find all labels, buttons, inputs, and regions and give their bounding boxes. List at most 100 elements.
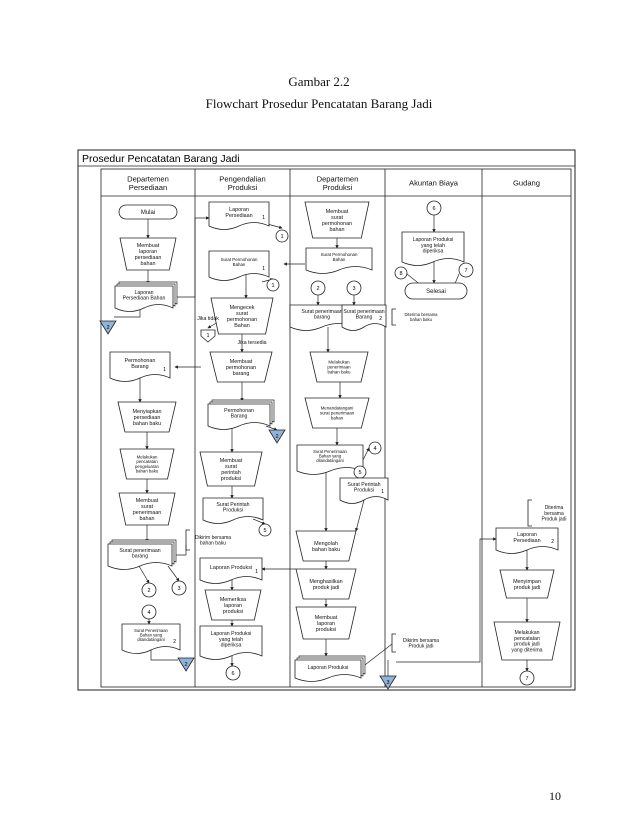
connector-5d: 5 (353, 465, 367, 479)
offpage-connector-2b: 2 (177, 657, 195, 672)
connector-lines (114, 215, 529, 676)
svg-text:6: 6 (231, 671, 234, 677)
connector-4: 4 (141, 604, 157, 620)
connector-3d: 3 (346, 280, 362, 296)
connector-2: 2 (141, 582, 157, 598)
flow-arrow (167, 565, 180, 582)
flow-arrow (252, 518, 266, 525)
svg-text:4: 4 (147, 610, 150, 616)
svg-text:7: 7 (464, 268, 467, 274)
flow-arrow (138, 565, 150, 584)
node-label: Mulai (141, 210, 155, 216)
connector-2d: 2 (310, 280, 326, 296)
offpage-connector-3: 3 (379, 675, 397, 690)
flow-arrow (265, 425, 278, 431)
node-label: Selesai (426, 289, 446, 295)
svg-text:2: 2 (379, 316, 382, 322)
connector-4d: 4 (368, 441, 382, 455)
flowchart-nodes: Prosedur Pencatatan Barang JadiDeparteme… (82, 153, 567, 690)
node-label: Jika tersedia (237, 340, 266, 346)
svg-text:3: 3 (177, 586, 180, 592)
node-label: Laporan Produksi (210, 565, 252, 571)
diagram-title: Prosedur Pencatatan Barang Jadi (82, 153, 240, 165)
connector-6a: 6 (225, 665, 241, 681)
figure-label: Gambar 2.2 (288, 74, 350, 89)
svg-text:1: 1 (271, 283, 274, 289)
svg-text:6: 6 (432, 206, 435, 212)
figure-title: Flowchart Prosedur Pencatatan Barang Jad… (205, 96, 433, 111)
connector-1b: 1 (266, 278, 280, 292)
svg-text:2: 2 (551, 539, 554, 545)
svg-text:2: 2 (173, 639, 176, 645)
connector-8: 8 (394, 266, 408, 280)
svg-text:5: 5 (358, 470, 361, 476)
connector-1a: 1 (275, 229, 289, 243)
connector-6b: 6 (426, 200, 442, 216)
offpage-connector-2c: 2 (268, 429, 286, 444)
end-terminator: Selesai (404, 282, 468, 300)
flow-arrow (150, 648, 178, 661)
flow-arrow (362, 447, 370, 461)
svg-text:2: 2 (184, 662, 187, 668)
svg-text:5: 5 (263, 528, 266, 534)
svg-text:1: 1 (381, 489, 384, 495)
svg-text:8: 8 (399, 271, 402, 277)
flow-arrow (360, 643, 393, 669)
svg-text:1: 1 (262, 266, 265, 272)
node-label: Akuntan Biaya (409, 179, 459, 188)
connector-7g: 7 (519, 670, 535, 686)
jika-tersedia-label: Jika tersedia (237, 340, 266, 346)
connector-7b: 7 (458, 262, 474, 278)
flow-arrow (396, 537, 497, 663)
